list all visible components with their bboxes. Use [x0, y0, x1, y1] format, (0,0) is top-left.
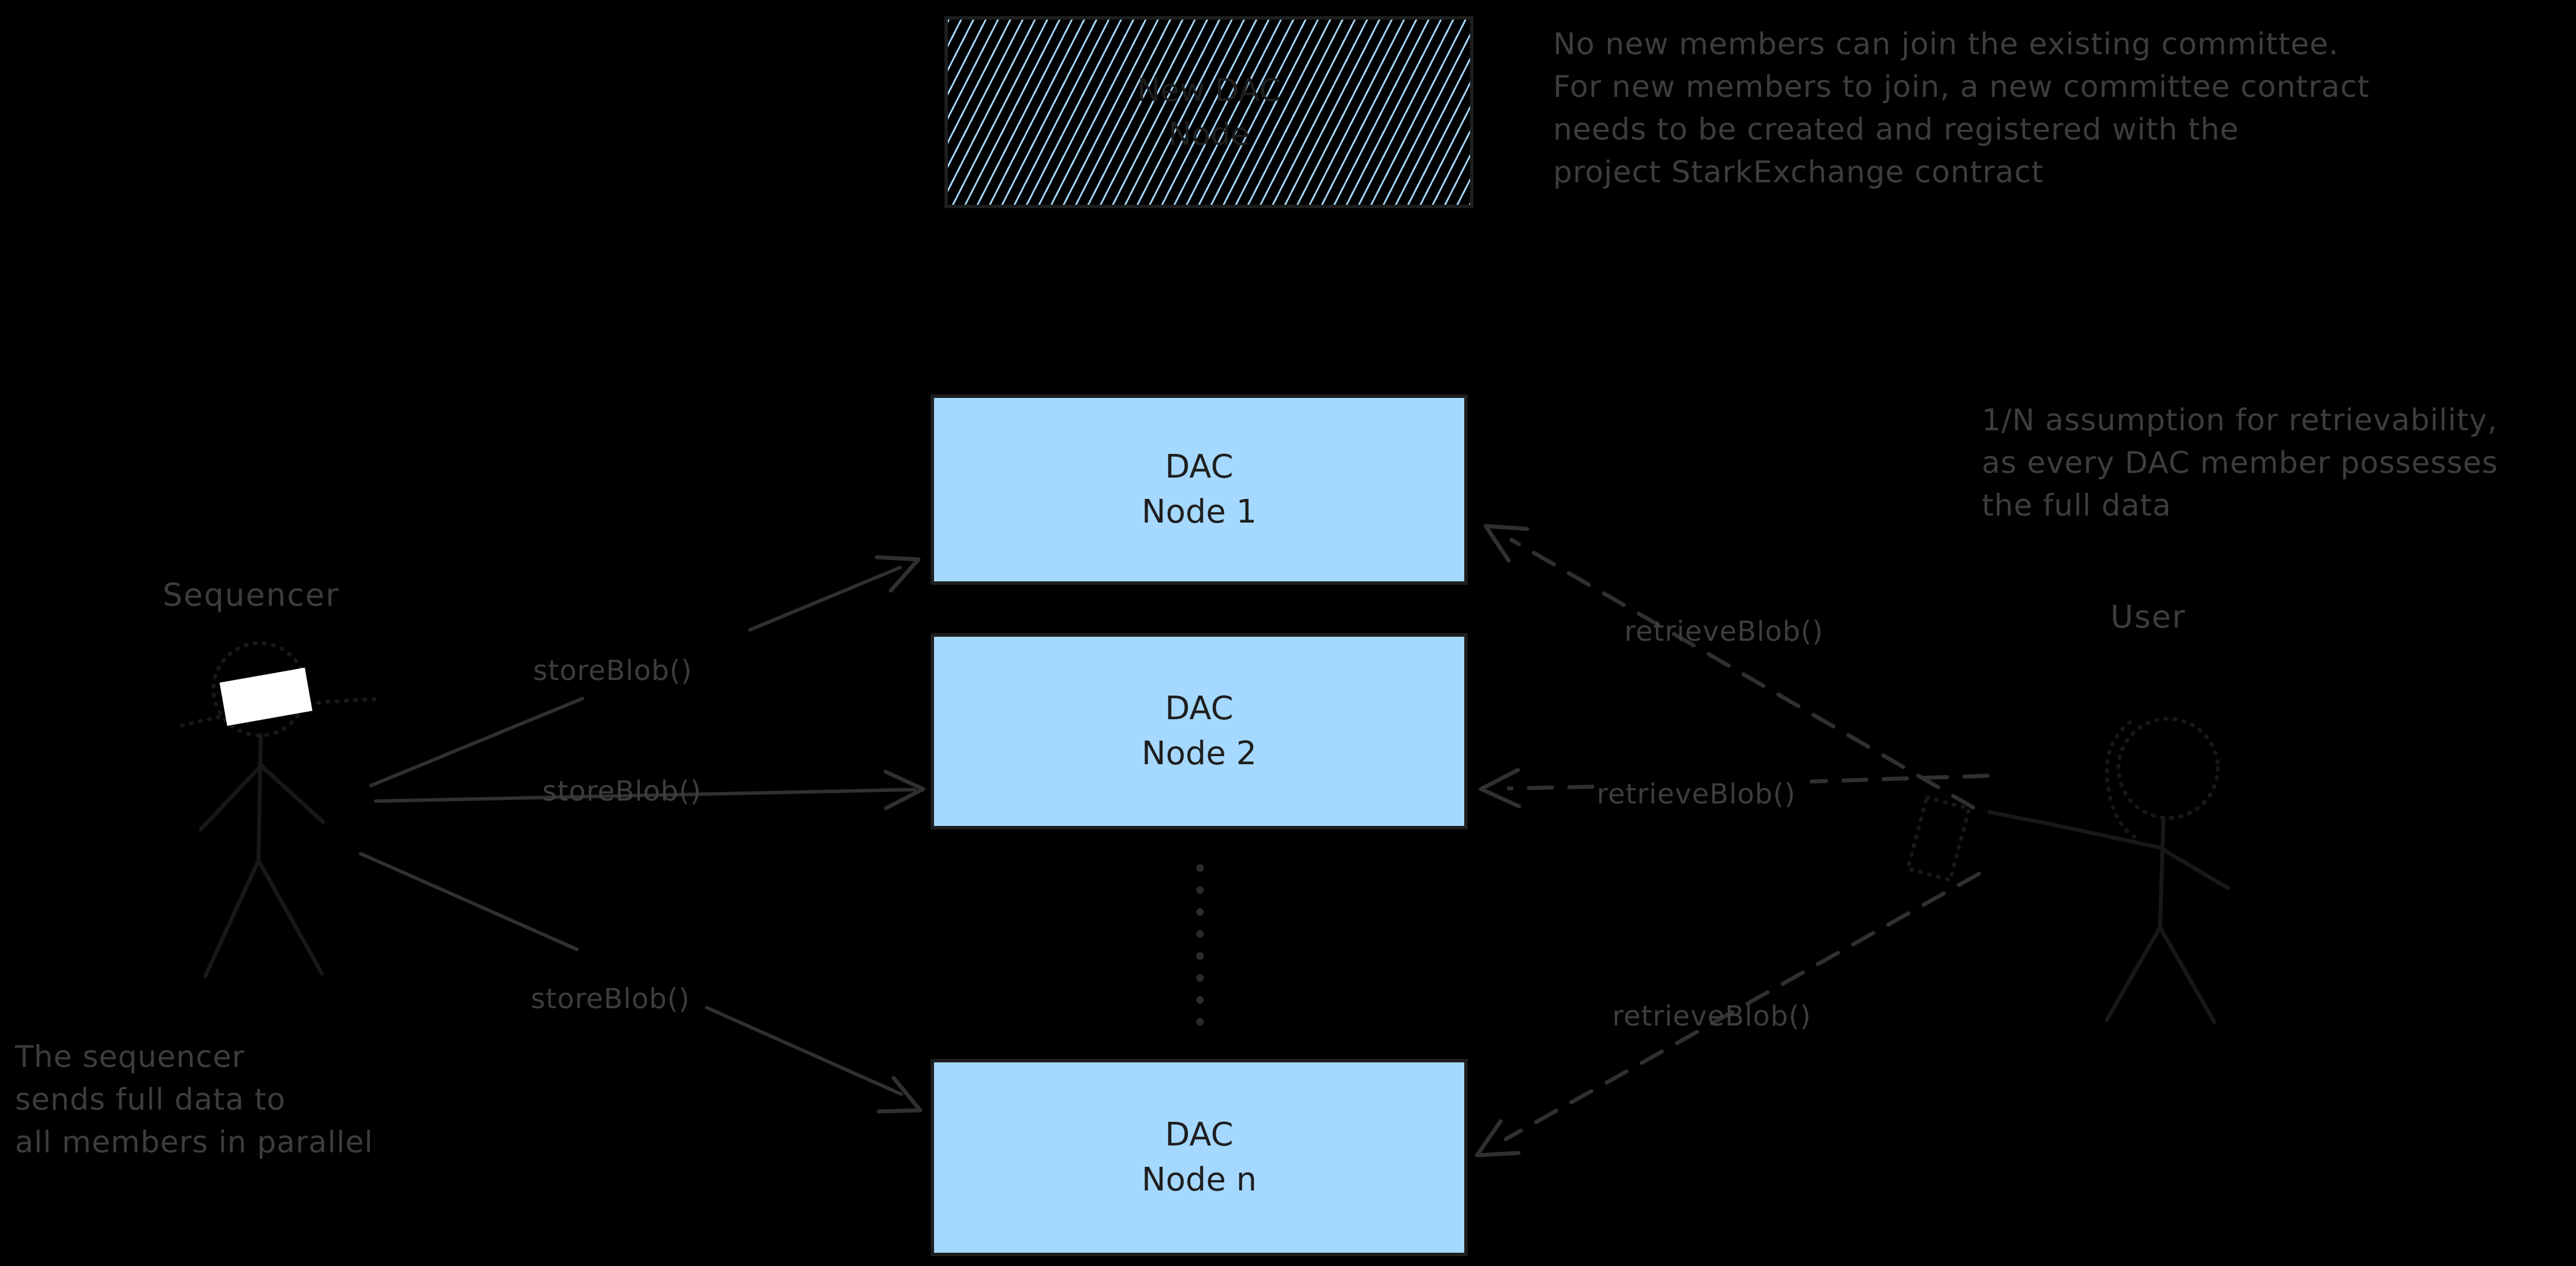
dac-node-2-line2: Node 2	[1141, 735, 1257, 772]
retrieveblob-arrow-noden	[1475, 871, 1981, 1158]
sequencer-label: Sequencer	[163, 577, 340, 613]
new-dac-node-box: New DAC Node	[944, 16, 1473, 208]
retrieveblob-label-1: retrieveBlob()	[1624, 615, 1824, 648]
dac-node-1-box: DAC Node 1	[931, 395, 1468, 585]
storeblob-arrow-noden	[359, 852, 923, 1114]
retrieveblob-arrow-node1	[1483, 524, 1975, 810]
user-label: User	[2110, 599, 2187, 635]
new-dac-node-label: New DAC Node	[1137, 72, 1281, 152]
storeblob-label-2: storeBlob()	[542, 775, 702, 807]
dac-node-n-box: DAC Node n	[931, 1059, 1468, 1256]
sequencer-figure-icon	[179, 641, 380, 978]
retrieveblob-arrow-node2	[1479, 768, 1990, 809]
storeblob-arrow-node1	[369, 555, 921, 787]
sequencer-hat-icon	[219, 667, 313, 726]
dac-node-1-line1: DAC	[1165, 448, 1233, 486]
committee-annotation: No new members can join the existing com…	[1553, 27, 2370, 190]
retrieveblob-label-3: retrieveBlob()	[1612, 1000, 1812, 1032]
sequencer-note-annotation: The sequencer sends full data to all mem…	[15, 1040, 373, 1160]
dac-node-n-line2: Node n	[1141, 1161, 1257, 1199]
storeblob-label-1: storeBlob()	[533, 655, 692, 687]
dac-node-1-line2: Node 1	[1141, 493, 1257, 531]
storeblob-label-3: storeBlob()	[531, 983, 690, 1015]
dac-node-2-line1: DAC	[1165, 690, 1233, 727]
storeblob-arrow-node2	[374, 769, 925, 810]
retrieveblob-label-2: retrieveBlob()	[1596, 778, 1796, 810]
user-figure-icon	[1906, 716, 2230, 1024]
retrievability-annotation: 1/N assumption for retrievability, as ev…	[1982, 403, 2499, 523]
dac-node-2-box: DAC Node 2	[931, 633, 1468, 829]
dac-node-n-line1: DAC	[1165, 1116, 1233, 1154]
user-phone-icon	[1906, 795, 1971, 882]
